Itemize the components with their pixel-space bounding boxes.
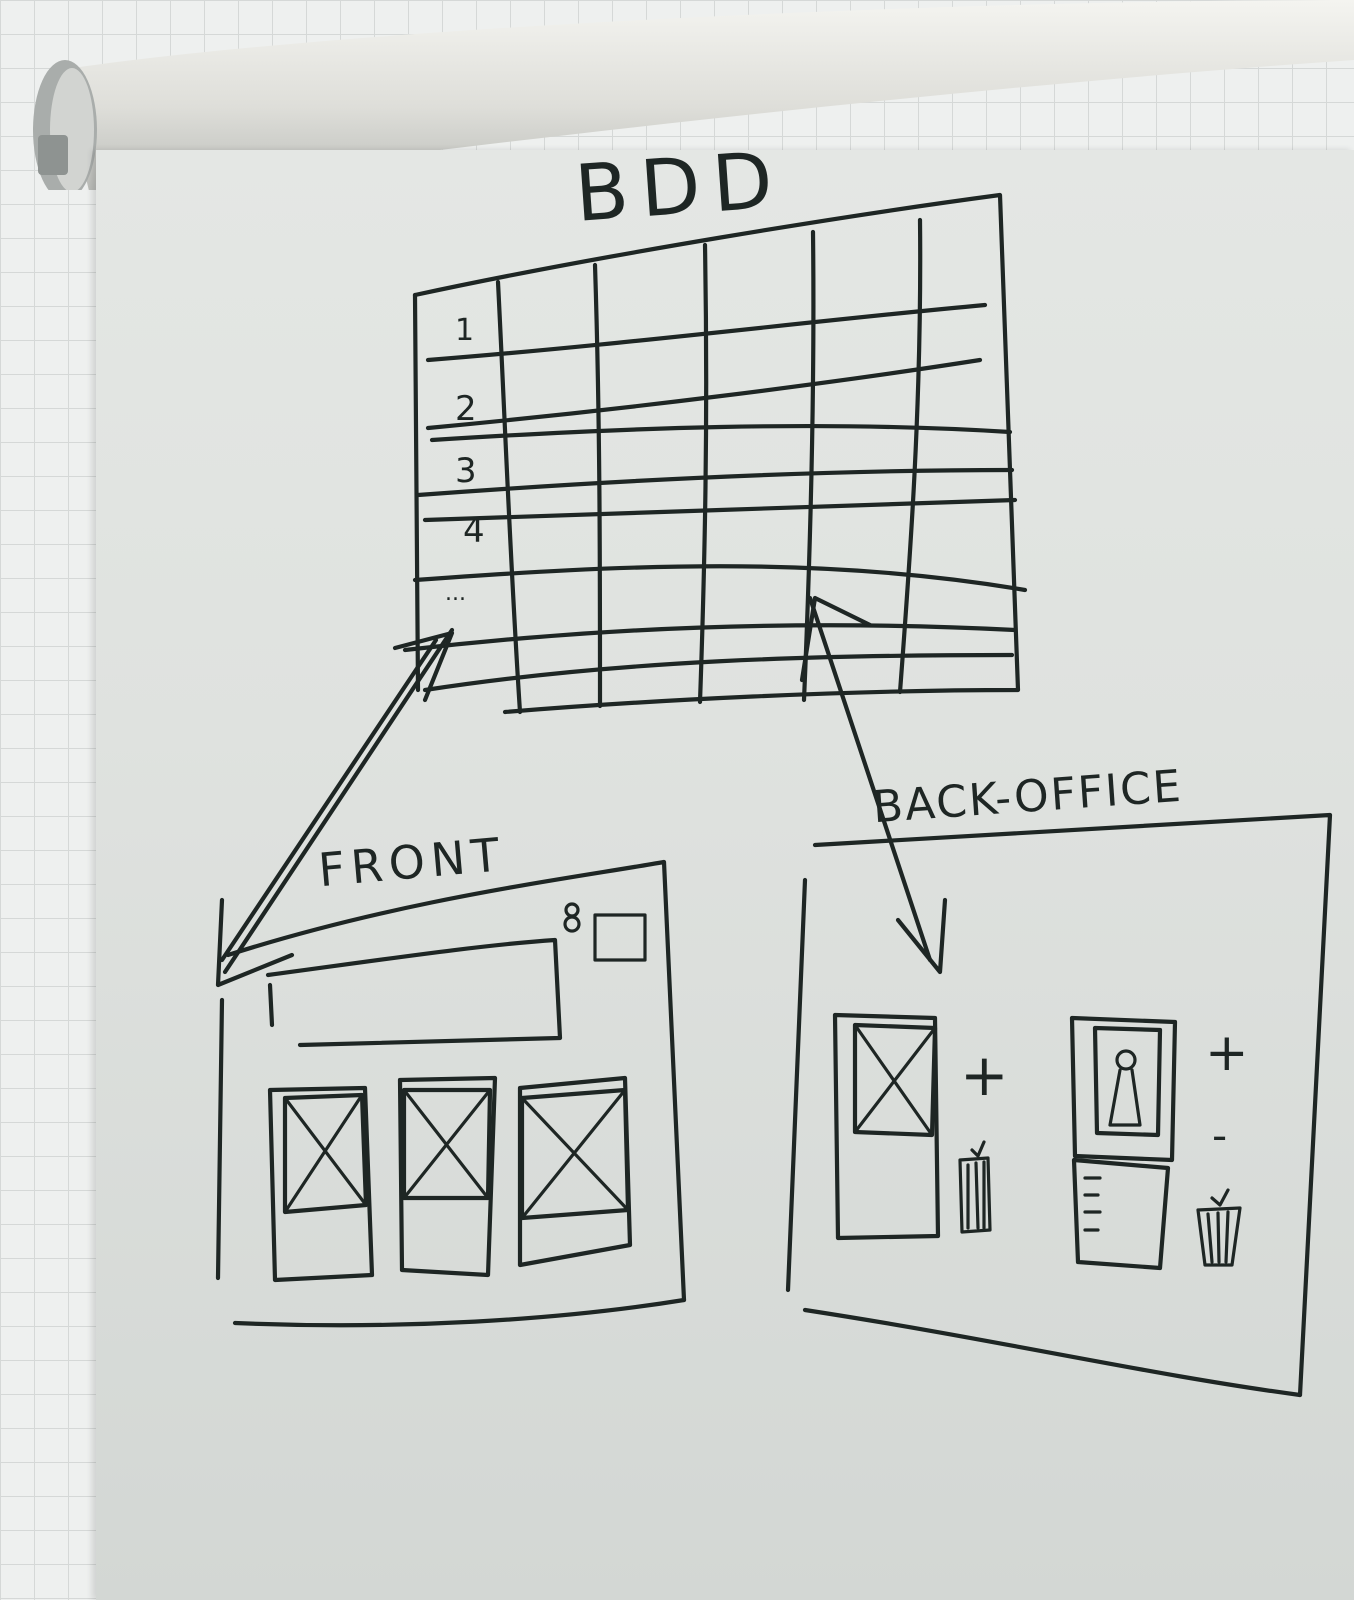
row-number-3: 3 xyxy=(455,451,477,491)
user-icon xyxy=(1108,1049,1142,1127)
database-table: 1 2 3 4 ... xyxy=(402,192,1028,715)
trash-icon xyxy=(958,1140,992,1234)
back-office-wireframe: + + - xyxy=(785,812,1333,1398)
flipchart-paper xyxy=(96,150,1354,1600)
product-card-3 xyxy=(517,1075,633,1268)
plus-icon: + xyxy=(960,1041,1009,1109)
minus-icon: - xyxy=(1212,1111,1227,1160)
list-icon xyxy=(1071,1157,1171,1271)
row-number-ellipsis: ... xyxy=(445,581,466,606)
cart-icon xyxy=(593,913,647,962)
product-card-2 xyxy=(397,1075,498,1278)
plus-icon: + xyxy=(1205,1023,1249,1083)
row-number-4: 4 xyxy=(463,511,485,551)
image-item-card xyxy=(832,1012,941,1241)
bdd-title: BDD xyxy=(572,135,787,239)
user-icon xyxy=(563,902,581,933)
front-wireframe xyxy=(215,859,687,1328)
arrow-bdd-to-front xyxy=(215,627,455,988)
back-office-label: BACK-OFFICE xyxy=(871,761,1184,834)
row-number-1: 1 xyxy=(455,313,474,348)
flipchart-roll xyxy=(33,0,1354,190)
front-label: FRONT xyxy=(316,827,507,897)
trash-icon xyxy=(1196,1188,1242,1267)
row-number-2: 2 xyxy=(455,389,477,429)
product-card-1 xyxy=(267,1085,375,1283)
arrow-bdd-to-back-office xyxy=(799,595,948,975)
user-item-card xyxy=(1069,1015,1178,1163)
